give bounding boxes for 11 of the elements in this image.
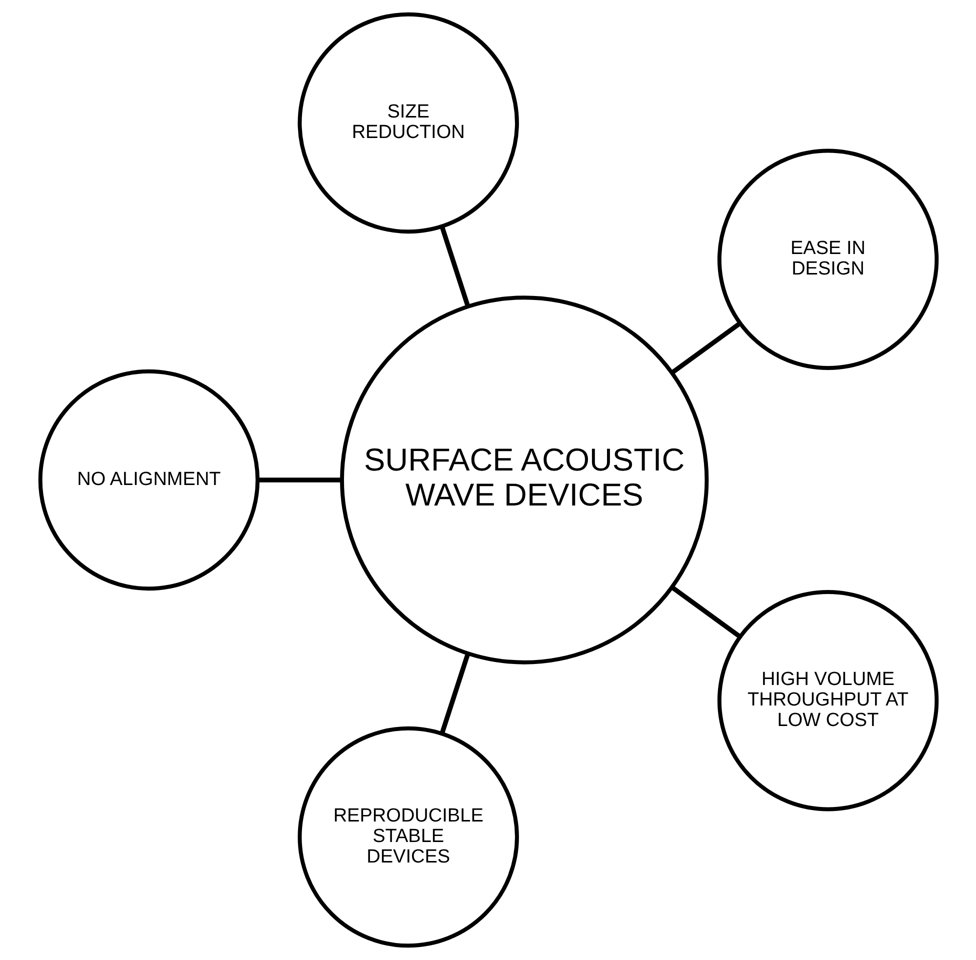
node-circle: EASE IN DESIGN (716, 148, 938, 370)
connector (670, 321, 741, 375)
connector (439, 226, 470, 307)
node-circle: HIGH VOLUME THROUGHPUT AT LOW COST (716, 590, 938, 812)
node-circle: SURFACE ACOUSTIC WAVE DEVICES (340, 296, 708, 664)
node-circle: NO ALIGNMENT (38, 369, 260, 591)
connector (439, 653, 470, 734)
node-circle: SIZE REDUCTION (297, 12, 518, 234)
node-circle: REPRODUCIBLE STABLE DEVICES (297, 726, 518, 948)
connector (257, 478, 342, 482)
connector (670, 585, 741, 639)
